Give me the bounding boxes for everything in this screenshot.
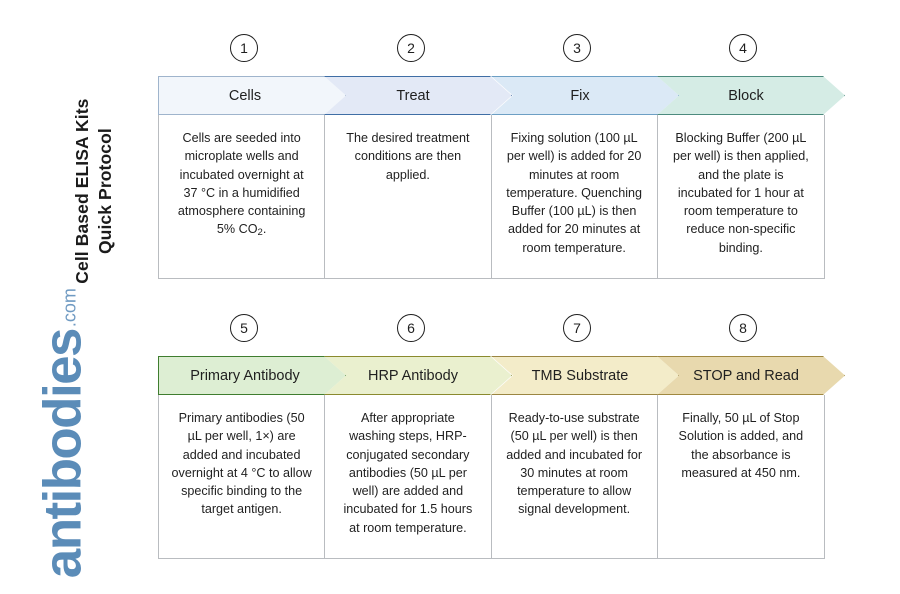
- step-badge: 6: [397, 314, 425, 342]
- description-grid: Primary antibodies (50 µL per well, 1×) …: [158, 395, 825, 559]
- step-description-text: Blocking Buffer (200 µL per well) is the…: [672, 131, 809, 255]
- step-chevron-3[interactable]: Fix: [491, 76, 679, 115]
- step-chevron-4[interactable]: Block: [657, 76, 845, 115]
- step-description-text: Fixing solution (100 µL per well) is add…: [506, 131, 643, 255]
- description-grid: Cells are seeded into microplate wells a…: [158, 115, 825, 279]
- step-chevron-label: Treat: [396, 87, 430, 104]
- step-chevron-2[interactable]: Treat: [324, 76, 512, 115]
- step-description-cell: Primary antibodies (50 µL per well, 1×) …: [159, 395, 326, 558]
- step-description-cell: Finally, 50 µL of Stop Solution is added…: [658, 395, 824, 558]
- brand-logo: antibodies .com: [33, 288, 92, 578]
- step-description-cell: Cells are seeded into microplate wells a…: [159, 115, 326, 278]
- step-chevron-label: Block: [728, 87, 764, 104]
- left-rail: Cell Based ELISA Kits Quick Protocol ant…: [0, 0, 158, 594]
- chevron-band: Cells Treat Fix Block: [158, 76, 842, 115]
- page-title: Cell Based ELISA Kits Quick Protocol: [71, 98, 115, 284]
- step-description-text: Cells are seeded into microplate wells a…: [177, 131, 306, 239]
- step-description-text: After appropriate washing steps, HRP-con…: [343, 411, 473, 535]
- chevron-band: Primary Antibody HRP Antibody TMB Substr…: [158, 356, 842, 395]
- step-chevron-1[interactable]: Cells: [158, 76, 346, 115]
- step-badge: 8: [729, 314, 757, 342]
- step-badge-strip: 1 2 3 4: [158, 32, 825, 76]
- step-chevron-label: Cells: [228, 87, 262, 104]
- step-description-cell: After appropriate washing steps, HRP-con…: [325, 395, 492, 558]
- step-chevron-6[interactable]: HRP Antibody: [324, 356, 512, 395]
- step-badge: 5: [230, 314, 258, 342]
- step-badge-strip: 5 6 7 8: [158, 312, 825, 356]
- step-badge: 7: [563, 314, 591, 342]
- step-chevron-7[interactable]: TMB Substrate: [491, 356, 679, 395]
- step-chevron-label: TMB Substrate: [531, 367, 629, 384]
- brand-name: antibodies: [33, 329, 93, 579]
- step-badge: 1: [230, 34, 258, 62]
- step-chevron-label: STOP and Read: [693, 367, 799, 384]
- step-description-cell: The desired treatment conditions are the…: [325, 115, 492, 278]
- step-chevron-5[interactable]: Primary Antibody: [158, 356, 346, 395]
- step-chevron-label: Primary Antibody: [190, 367, 300, 384]
- step-chevron-label: HRP Antibody: [367, 367, 458, 384]
- step-chevron-8[interactable]: STOP and Read: [657, 356, 845, 395]
- step-description-text: Ready-to-use substrate (50 µL per well) …: [506, 411, 643, 517]
- step-description-cell: Ready-to-use substrate (50 µL per well) …: [492, 395, 658, 558]
- step-description-cell: Blocking Buffer (200 µL per well) is the…: [658, 115, 824, 278]
- protocol-row-2: 5 6 7 8 Primary Antibody HRP Antibody TM…: [158, 312, 842, 559]
- step-badge: 3: [563, 34, 591, 62]
- protocol-row-1: 1 2 3 4 Cells Treat Fix Block Cells are …: [158, 32, 842, 279]
- step-description-text: The desired treatment conditions are the…: [346, 131, 470, 182]
- step-badge: 2: [397, 34, 425, 62]
- step-description-text: Primary antibodies (50 µL per well, 1×) …: [171, 411, 312, 517]
- step-badge: 4: [729, 34, 757, 62]
- step-description-text: Finally, 50 µL of Stop Solution is added…: [678, 411, 804, 480]
- step-chevron-label: Fix: [570, 87, 590, 104]
- step-description-cell: Fixing solution (100 µL per well) is add…: [492, 115, 658, 278]
- brand-tld: .com: [59, 288, 80, 328]
